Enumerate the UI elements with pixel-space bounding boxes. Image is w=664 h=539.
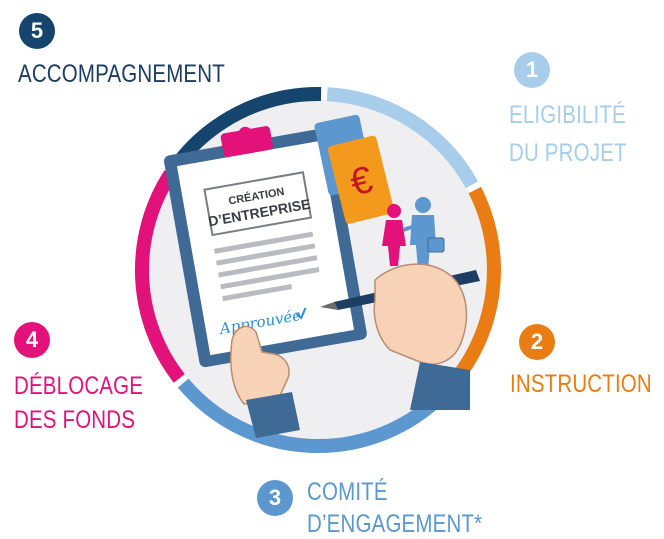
clipboard-icon: CRÉATION D’ENTREPRISE Approuvée: [164, 126, 367, 368]
holding-hand-icon: [229, 325, 300, 438]
ring-segment-instruction: [441, 186, 501, 395]
ring-segment-committee: [177, 378, 448, 454]
euro-banknote-icon: € €: [314, 114, 395, 224]
step-2-number: 2: [519, 324, 555, 360]
step-2-label: INSTRUCTION: [510, 370, 652, 398]
handshake-icon: [382, 197, 445, 270]
hand-icon: [373, 263, 470, 410]
ring-segment-fund-release: [134, 170, 185, 383]
step-4-label-line1: DÉBLOCAGE: [14, 372, 144, 400]
step-5-label: ACCOMPAGNEMENT: [18, 60, 225, 88]
step-1-label-line2: DU PROJET: [509, 139, 627, 167]
ring-segment-eligibility: [326, 87, 479, 189]
step-1-number: 1: [514, 52, 550, 88]
step-4-number: 4: [14, 322, 50, 358]
step-4-label-line2: DES FONDS: [14, 406, 136, 434]
step-1-label-line1: ELIGIBILITÉ: [509, 101, 626, 129]
step-3-label-line2: D’ENGAGEMENT*: [307, 510, 483, 538]
step-5-number: 5: [19, 13, 55, 49]
step-3-label-line1: COMITÉ: [307, 478, 388, 506]
step-3-number: 3: [257, 480, 293, 516]
